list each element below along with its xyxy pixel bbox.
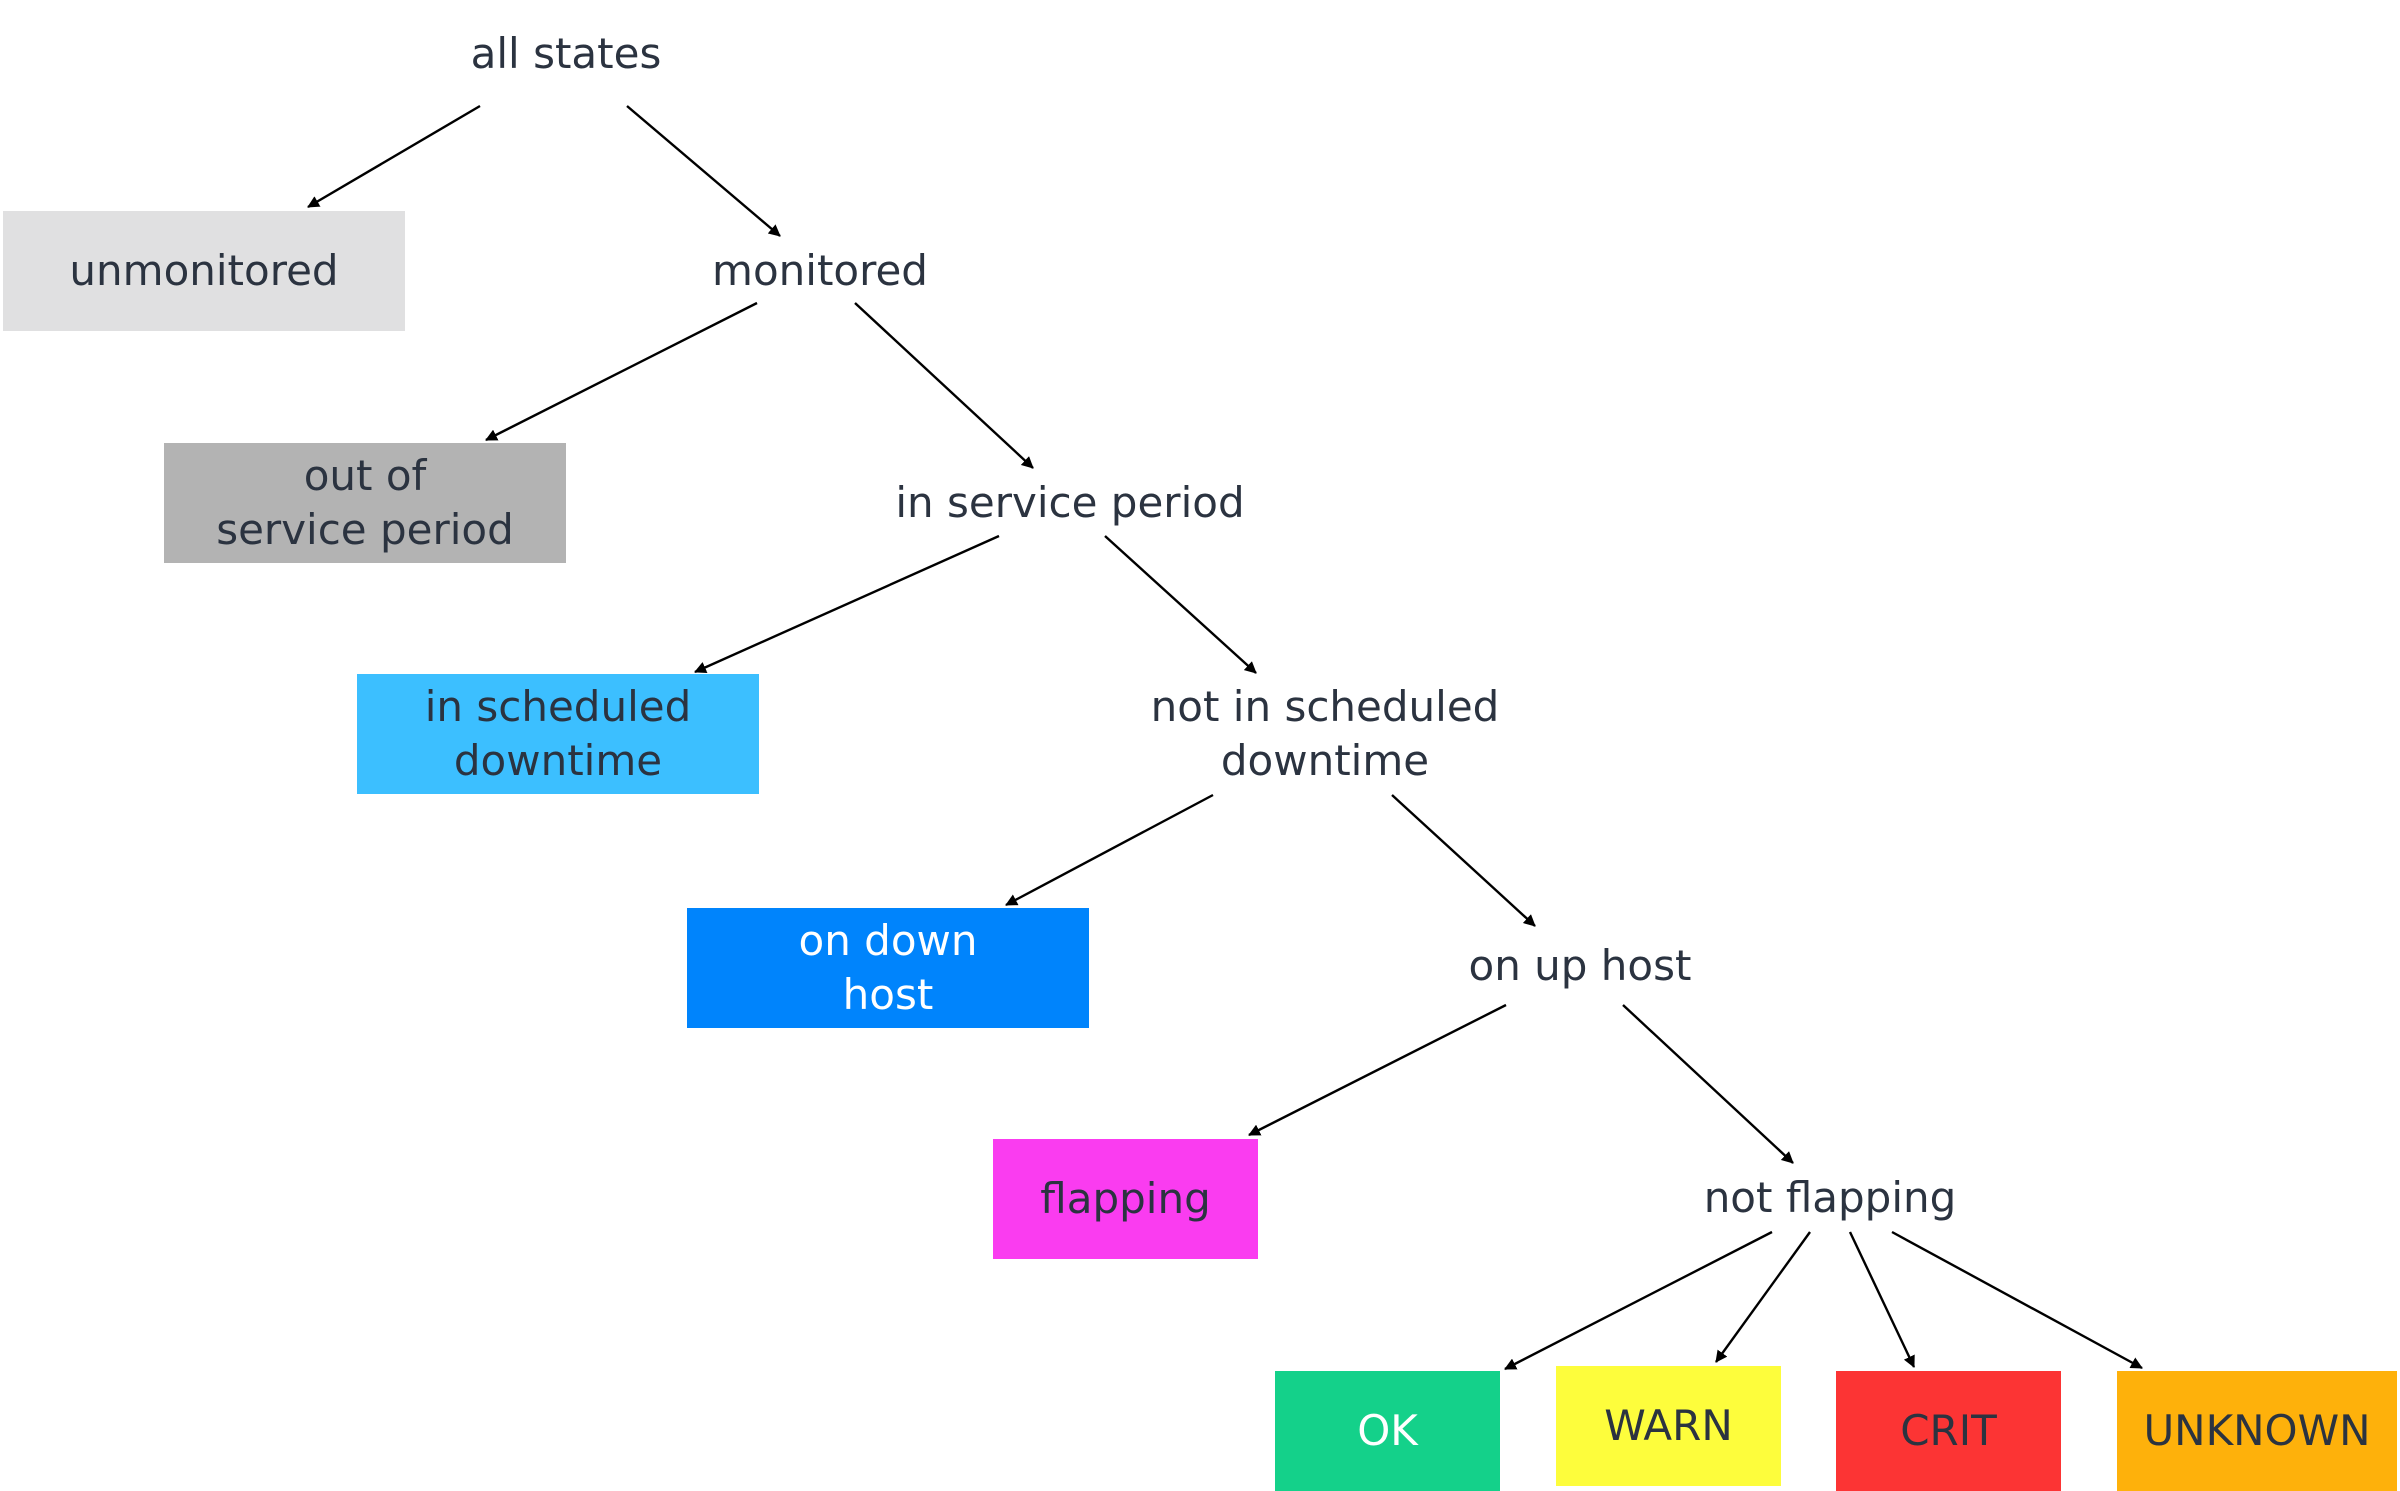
node-on-down-host-label: on down host bbox=[798, 916, 978, 1019]
arrow-monitored-to-out-of-service bbox=[485, 301, 758, 442]
arrow-not-flapping-to-warn bbox=[1715, 1231, 1811, 1363]
node-in-scheduled-downtime: in scheduled downtime bbox=[357, 674, 759, 794]
node-ok-label: OK bbox=[1357, 1406, 1418, 1455]
node-not-in-scheduled-downtime: not in scheduled downtime bbox=[1150, 682, 1500, 785]
arrow-not-flapping-to-ok bbox=[1504, 1230, 1773, 1371]
node-crit: CRIT bbox=[1836, 1371, 2061, 1491]
arrow-up-host-to-flapping bbox=[1248, 1003, 1507, 1137]
arrow-not-in-downtime-to-up-host bbox=[1391, 794, 1536, 927]
node-unmonitored-label: unmonitored bbox=[69, 246, 339, 295]
node-in-scheduled-downtime-label: in scheduled downtime bbox=[424, 682, 692, 785]
node-on-down-host: on down host bbox=[687, 908, 1089, 1028]
node-all-states: all states bbox=[470, 29, 662, 78]
node-warn-label: WARN bbox=[1604, 1401, 1733, 1450]
arrow-not-flapping-to-unknown bbox=[1891, 1230, 2143, 1370]
arrow-not-flapping-to-crit bbox=[1848, 1231, 1916, 1368]
node-out-of-service-period-label: out of service period bbox=[216, 451, 514, 554]
arrow-in-service-to-in-downtime bbox=[694, 534, 1000, 674]
arrow-all-states-to-monitored bbox=[626, 105, 781, 237]
node-ok: OK bbox=[1275, 1371, 1500, 1491]
arrow-all-states-to-unmonitored bbox=[307, 104, 481, 209]
node-flapping-label: flapping bbox=[1040, 1174, 1211, 1223]
arrow-monitored-to-in-service bbox=[854, 302, 1034, 469]
node-flapping: flapping bbox=[993, 1139, 1258, 1259]
node-monitored: monitored bbox=[712, 246, 928, 295]
node-unknown: UNKNOWN bbox=[2117, 1371, 2397, 1491]
node-not-flapping: not flapping bbox=[1703, 1173, 1957, 1222]
arrow-in-service-to-not-in-downtime bbox=[1104, 535, 1257, 674]
arrow-up-host-to-not-flapping bbox=[1622, 1004, 1794, 1164]
node-warn: WARN bbox=[1556, 1366, 1781, 1486]
node-unknown-label: UNKNOWN bbox=[2143, 1406, 2371, 1455]
node-out-of-service-period: out of service period bbox=[164, 443, 566, 563]
node-in-service-period: in service period bbox=[895, 478, 1245, 527]
node-crit-label: CRIT bbox=[1900, 1406, 1997, 1455]
arrow-not-in-downtime-to-down-host bbox=[1005, 793, 1214, 907]
node-unmonitored: unmonitored bbox=[3, 211, 405, 331]
node-on-up-host: on up host bbox=[1468, 941, 1692, 990]
